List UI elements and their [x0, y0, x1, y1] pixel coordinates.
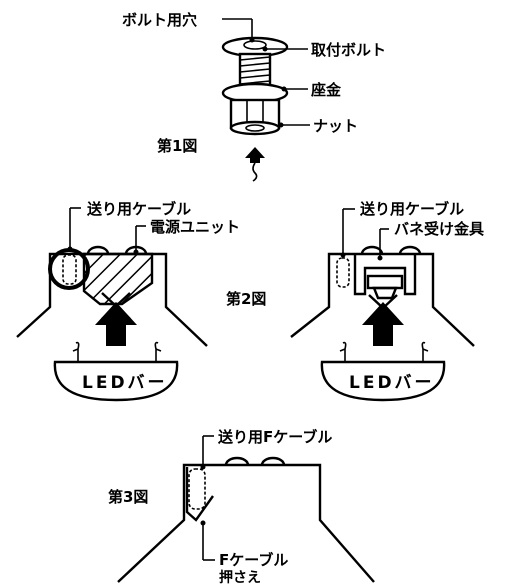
led-bar-right-label: LEDバー — [349, 373, 435, 393]
up-arrow-icon — [245, 147, 265, 182]
label-f-cable-holder-line2: 押さえ — [219, 569, 261, 586]
figure-2-right-diagram — [290, 208, 475, 402]
led-bar-left — [53, 341, 179, 402]
label-bolt-hole: ボルト用穴 — [122, 11, 197, 29]
label-feed-cable-right: 送り用ケーブル — [359, 200, 464, 218]
led-bar-right — [320, 341, 446, 402]
insert-arrow-icon — [95, 302, 137, 346]
figure-1-bolt-assembly — [221, 18, 310, 182]
figure-3-diagram — [117, 435, 375, 583]
label-feed-cable-left: 送り用ケーブル — [86, 200, 191, 218]
spring-bracket-shape — [353, 254, 417, 300]
label-washer: 座金 — [310, 81, 342, 99]
f-cable-holder-shape — [185, 467, 214, 522]
label-f-feed-cable: 送り用Fケーブル — [217, 428, 332, 446]
label-f-cable-holder-line1: Fケーブル — [219, 551, 288, 569]
label-power-unit: 電源ユニット — [150, 218, 240, 236]
insert-arrow-icon-right — [362, 302, 404, 346]
label-nut: ナット — [313, 117, 358, 135]
label-mounting-bolt: 取付ボルト — [311, 41, 386, 59]
led-bar-left-label: LEDバー — [82, 373, 168, 393]
feed-cable-shape-right — [336, 257, 350, 288]
feed-cable-shape — [62, 254, 77, 285]
power-unit-shape — [82, 252, 154, 306]
figure-2-caption: 第2図 — [226, 290, 266, 308]
label-spring-bracket: バネ受け金具 — [394, 220, 484, 238]
bolt-thread — [238, 52, 272, 88]
figure-3-caption: 第3図 — [108, 488, 148, 506]
figure-2-left-diagram — [16, 207, 208, 402]
f-cable-shape — [188, 468, 206, 510]
figure-1-caption: 第1図 — [157, 137, 197, 155]
nut-shape — [229, 98, 281, 136]
